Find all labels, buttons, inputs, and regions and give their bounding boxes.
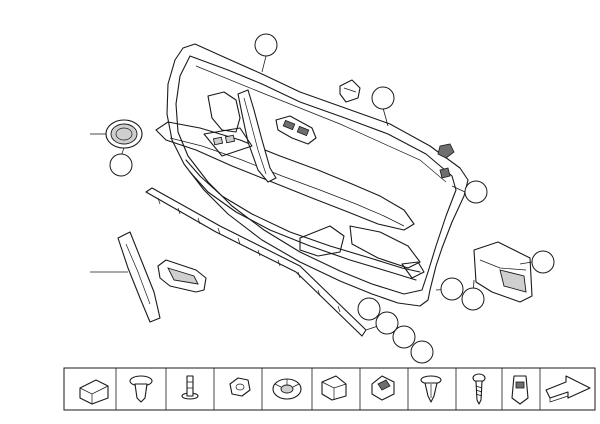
callout-1 — [254, 33, 278, 57]
callout-4 — [464, 180, 488, 204]
foam-pad-icon[interactable] — [79, 379, 109, 405]
callout-9 — [375, 311, 399, 335]
bracket-clip-icon[interactable] — [321, 375, 347, 401]
callout-8 — [357, 297, 381, 321]
push-pin-icon[interactable] — [181, 375, 199, 400]
window-switch-bracket[interactable] — [275, 115, 317, 145]
callout-6 — [440, 277, 464, 301]
door-trim-panel[interactable] — [155, 43, 469, 307]
callout-10 — [392, 325, 416, 349]
callout-3 — [109, 153, 133, 177]
callout-11 — [410, 340, 434, 364]
clip-nut-icon[interactable] — [511, 375, 529, 405]
expanding-rivet-icon[interactable] — [129, 375, 153, 403]
fastener-strip — [63, 367, 596, 411]
square-clip-icon[interactable] — [371, 375, 395, 401]
hex-nut-icon[interactable] — [229, 377, 251, 397]
upper-clip[interactable] — [339, 79, 361, 103]
tweeter-speaker-grille[interactable] — [105, 119, 143, 149]
spreading-rivet-icon[interactable] — [420, 375, 442, 403]
callout-2 — [371, 86, 395, 110]
clip[interactable] — [437, 143, 455, 159]
next-page-arrow-icon[interactable] — [545, 375, 591, 403]
armrest-grip-cover[interactable] — [117, 231, 161, 323]
round-clip-icon[interactable] — [272, 378, 302, 400]
support-bracket[interactable] — [473, 241, 533, 303]
callout-5 — [531, 250, 555, 274]
screw-icon[interactable] — [472, 373, 486, 405]
callout-group — [90, 33, 555, 364]
callout-7 — [461, 287, 485, 311]
inner-door-handle[interactable] — [157, 259, 207, 293]
